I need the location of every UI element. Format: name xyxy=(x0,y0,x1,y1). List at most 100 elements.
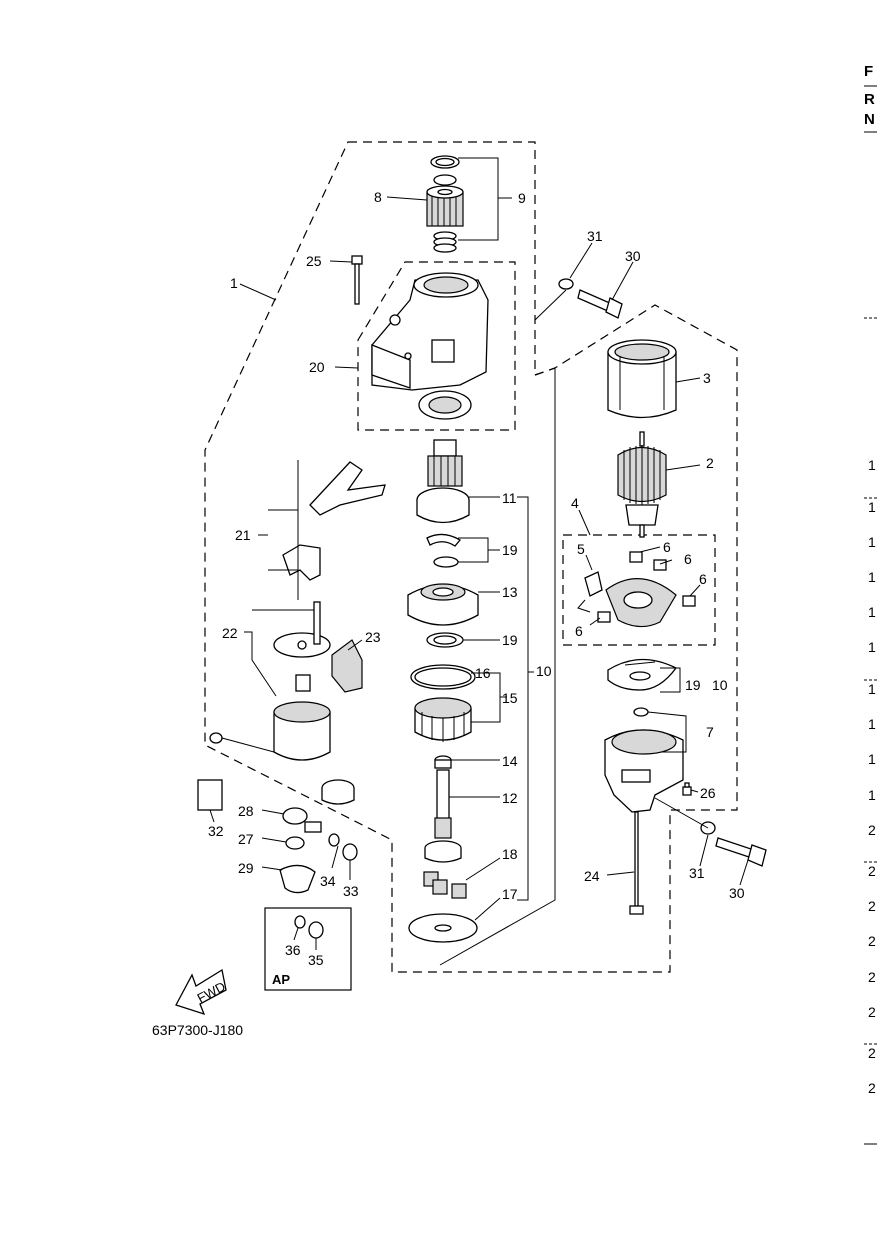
callout-17: 17 xyxy=(502,886,518,902)
callout-9: 9 xyxy=(518,190,526,206)
callout-36: 36 xyxy=(285,942,301,958)
callout-30b: 30 xyxy=(729,885,745,901)
part-30-bolt-bottom xyxy=(715,837,767,867)
part-7-end-cover xyxy=(604,707,684,813)
ap-inset-box: AP xyxy=(264,907,352,991)
assembly-outline-4 xyxy=(562,534,716,646)
part-22-magnetic-switch xyxy=(209,601,331,761)
callout-3: 3 xyxy=(703,370,711,386)
edge-num-15: 2 xyxy=(868,1004,876,1020)
callout-13: 13 xyxy=(502,584,518,600)
callout-24: 24 xyxy=(584,868,600,884)
part-31-washer-top xyxy=(558,278,574,290)
part-23-boot xyxy=(321,779,355,805)
callout-12: 12 xyxy=(502,790,518,806)
callout-18: 18 xyxy=(502,846,518,862)
callout-14: 14 xyxy=(502,753,518,769)
ap-label: AP xyxy=(272,972,290,987)
callout-23: 23 xyxy=(365,629,381,645)
part-19-washer-b xyxy=(426,632,464,648)
callout-11: 11 xyxy=(502,490,517,506)
part-9-spring xyxy=(433,231,457,253)
callout-5: 5 xyxy=(577,541,585,557)
part-30-bolt-top xyxy=(577,289,623,319)
edge-letter-n: N xyxy=(864,111,875,128)
callout-27: 27 xyxy=(238,831,254,847)
callout-35: 35 xyxy=(308,952,324,968)
part-33-nut xyxy=(342,843,358,861)
edge-num-4: 1 xyxy=(868,604,876,620)
edge-letter-f: F xyxy=(864,63,873,80)
part-11-clutch xyxy=(416,439,470,524)
edge-num-13: 2 xyxy=(868,933,876,949)
part-26-screw xyxy=(682,782,692,796)
part-34-washer xyxy=(328,833,340,847)
part-9-ring-middle xyxy=(433,174,457,186)
part-17-plate xyxy=(408,913,478,943)
callout-28: 28 xyxy=(238,803,254,819)
callout-19b: 19 xyxy=(502,632,518,648)
callout-1: 1 xyxy=(230,275,238,291)
part-2-armature xyxy=(617,431,667,538)
callout-4: 4 xyxy=(571,495,579,511)
part-20-bearing xyxy=(418,390,472,420)
edge-num-11: 2 xyxy=(868,863,876,879)
part-8-pinion-gear xyxy=(426,185,464,227)
edge-num-16: 2 xyxy=(868,1045,876,1061)
callout-10a: 10 xyxy=(536,663,552,679)
callout-25: 25 xyxy=(306,253,322,269)
part-4-brush-holder xyxy=(577,551,696,628)
part-23-cover xyxy=(331,639,363,693)
assembly-outline-20 xyxy=(357,261,516,431)
callout-31a: 31 xyxy=(587,228,603,244)
part-9-ring-top xyxy=(430,155,460,169)
part-19-plate-right xyxy=(607,658,677,691)
callout-31b: 31 xyxy=(689,865,705,881)
right-edge-fragment: F R N 1 1 1 1 1 1 1 1 1 1 2 2 2 2 2 2 2 … xyxy=(864,63,877,1145)
edge-num-14: 2 xyxy=(868,969,876,985)
part-18-planet-gears xyxy=(423,871,467,899)
callout-34: 34 xyxy=(320,873,336,889)
callout-2: 2 xyxy=(706,455,714,471)
callout-32: 32 xyxy=(208,823,224,839)
callout-6b: 6 xyxy=(684,551,692,567)
callout-26: 26 xyxy=(700,785,716,801)
part-19-clip xyxy=(426,533,461,547)
edge-num-1: 1 xyxy=(868,499,876,515)
edge-num-12: 2 xyxy=(868,898,876,914)
part-15-internal-gear xyxy=(414,697,472,742)
edge-num-5: 1 xyxy=(868,639,876,655)
callout-19c: 19 xyxy=(685,677,701,693)
callout-19a: 19 xyxy=(502,542,518,558)
callout-29: 29 xyxy=(238,860,254,876)
part-13-gear-housing xyxy=(407,583,479,626)
part-3-yoke xyxy=(607,339,677,419)
callout-16: 16 xyxy=(475,665,491,681)
part-16-ring xyxy=(410,664,476,690)
edge-num-2: 1 xyxy=(868,534,876,550)
part-24-through-bolt xyxy=(629,811,644,915)
edge-num-7: 1 xyxy=(868,716,876,732)
diagram-code: 63P7300-J180 xyxy=(152,1022,243,1038)
callout-22: 22 xyxy=(222,625,238,641)
edge-num-6: 1 xyxy=(868,681,876,697)
callout-10b: 10 xyxy=(712,677,728,693)
part-14-bushing xyxy=(434,755,452,769)
callout-30a: 30 xyxy=(625,248,641,264)
edge-num-10: 2 xyxy=(868,822,876,838)
part-27-nut xyxy=(285,836,305,850)
fwd-arrow-icon: FWD xyxy=(175,968,228,1016)
edge-num-8: 1 xyxy=(868,751,876,767)
callout-7: 7 xyxy=(706,724,714,740)
callout-6c: 6 xyxy=(699,571,707,587)
callout-labels: 1 2 3 4 5 6 6 6 6 7 8 9 10 10 11 12 13 1… xyxy=(208,189,745,968)
callout-20: 20 xyxy=(309,359,325,375)
part-28-nut xyxy=(282,807,322,833)
part-29-terminal xyxy=(279,864,316,894)
part-12-drive-shaft xyxy=(424,769,462,863)
edge-num-9: 1 xyxy=(868,787,876,803)
edge-num-3: 1 xyxy=(868,569,876,585)
part-20-front-housing xyxy=(371,272,489,391)
callout-6a: 6 xyxy=(663,539,671,555)
